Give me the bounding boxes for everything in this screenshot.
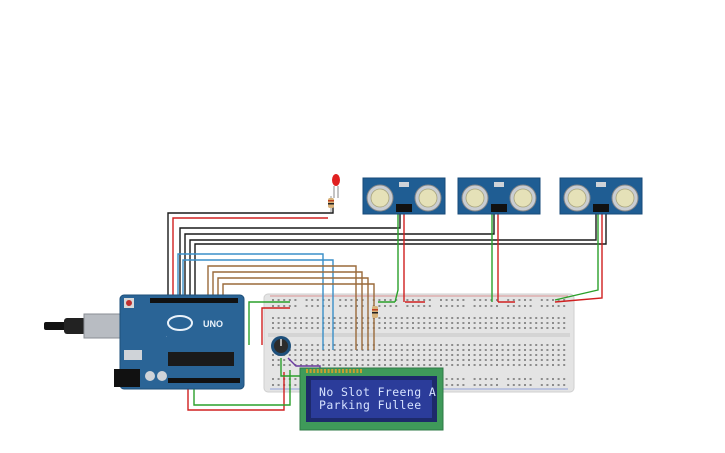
led-icon (332, 174, 340, 186)
wire-sensor2-trig (184, 214, 495, 300)
sensor-pins (396, 204, 412, 212)
potentiometer[interactable] (271, 336, 291, 356)
wire-led-gnd (167, 205, 334, 300)
wire-sensor3-gnd (554, 214, 599, 301)
wire-sensor3-echo (194, 214, 607, 300)
resistor-led[interactable] (328, 196, 334, 212)
red-led[interactable] (332, 174, 340, 198)
arduino-uno-board[interactable]: UNO · (44, 294, 245, 390)
lcd-screen (311, 380, 432, 418)
lcd-line-2: Parking Fullee (319, 398, 422, 412)
wire-sensor3-trig (189, 214, 597, 300)
sensor-pins (491, 204, 507, 212)
sensor-pins (593, 204, 609, 212)
wire-blue-2 (182, 259, 334, 350)
reset-button-icon (126, 300, 132, 306)
ultrasonic-sensor-3[interactable] (559, 177, 643, 215)
wire-led-signal (172, 217, 328, 300)
power-jack-icon (114, 369, 140, 387)
atmega-chip (168, 352, 234, 366)
usb-cable-icon (44, 322, 68, 330)
digital-header (150, 298, 238, 303)
wire-brown-3 (217, 277, 369, 350)
wire-brown-2 (212, 271, 363, 350)
lcd-header-pins (306, 369, 362, 373)
svg-text:·: · (166, 334, 167, 339)
wire-sensor1-gnd (394, 214, 399, 303)
ultrasonic-sensors (362, 177, 643, 215)
ultrasonic-sensor-1[interactable] (362, 177, 446, 215)
analog-header (168, 378, 240, 383)
wire-brown-1 (207, 265, 357, 350)
wire-bottom-red (187, 372, 285, 411)
board-label: UNO (203, 319, 223, 329)
wire-sensor3-vcc (554, 214, 603, 303)
arduino-logo-icon (167, 315, 193, 331)
ultrasonic-sensor-2[interactable] (457, 177, 541, 215)
wire-blue-1 (177, 253, 324, 350)
wire-bottom-green (193, 370, 291, 406)
wire-board-5v (261, 307, 290, 345)
wire-board-gnd (248, 301, 290, 345)
resistor-breadboard[interactable] (372, 306, 378, 318)
wire-sensor1-trig (179, 214, 401, 300)
lcd-display[interactable]: No Slot Freeng A Parking Fullee (299, 367, 444, 431)
lcd-line-1: No Slot Freeng A (319, 385, 436, 399)
